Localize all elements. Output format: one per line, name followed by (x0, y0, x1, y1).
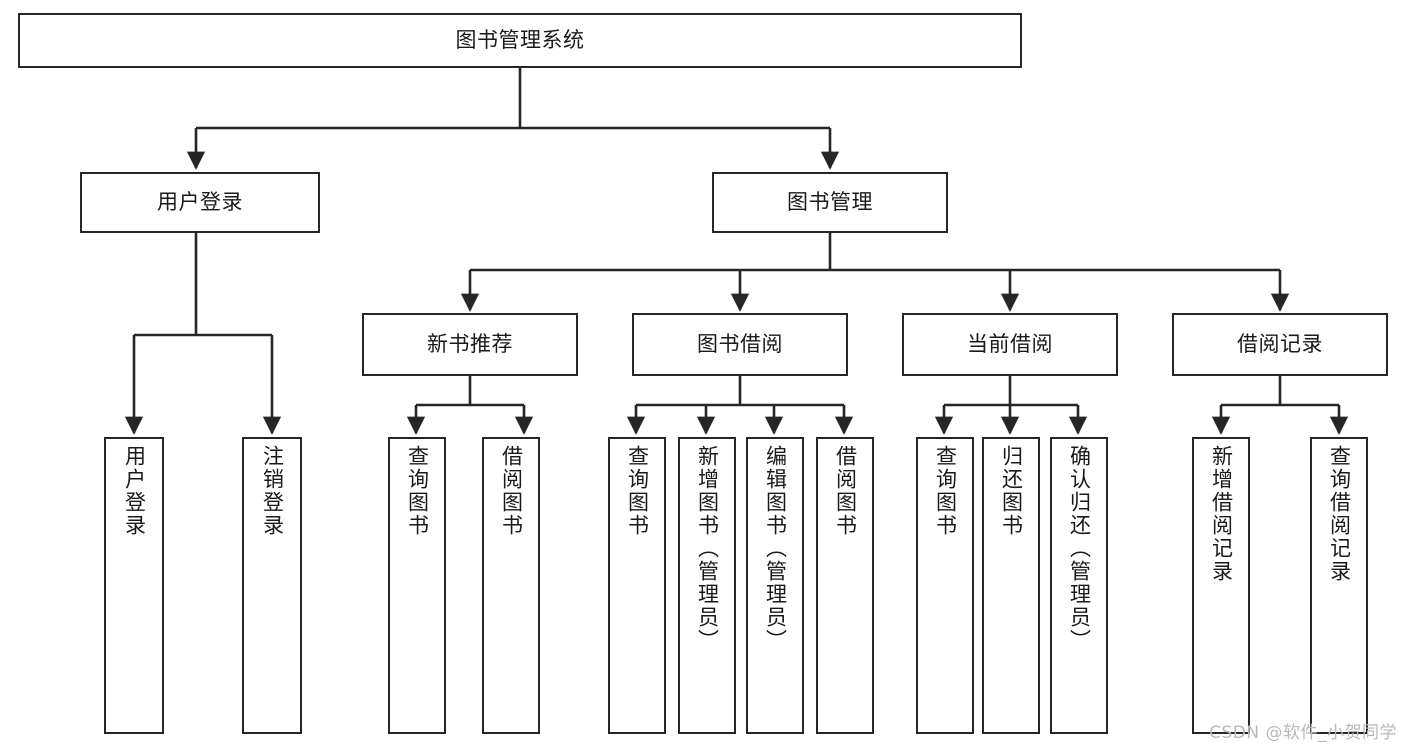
node-current-borrow-label: 当前借阅 (967, 331, 1053, 356)
node-new-book-recommend-label: 新书推荐 (427, 331, 513, 356)
node-leaf-query-book-3-label: 查询图书 (933, 445, 958, 537)
node-leaf-logout-login-label: 注销登录 (260, 445, 285, 537)
node-borrow-record[interactable]: 借阅记录 (1172, 313, 1388, 376)
node-leaf-borrow-book-1[interactable]: 借阅图书 (482, 437, 540, 734)
node-leaf-user-login[interactable]: 用户登录 (104, 437, 164, 734)
node-borrow-record-label: 借阅记录 (1237, 331, 1323, 356)
node-leaf-confirm-return-admin[interactable]: 确认归还（管理员） (1050, 437, 1108, 734)
node-leaf-query-book-2-label: 查询图书 (625, 445, 650, 537)
node-leaf-query-borrow-record-label: 查询借阅记录 (1327, 445, 1352, 583)
node-leaf-query-borrow-record[interactable]: 查询借阅记录 (1310, 437, 1368, 734)
node-book-management[interactable]: 图书管理 (712, 172, 948, 233)
node-leaf-add-borrow-record-label: 新增借阅记录 (1209, 445, 1234, 583)
node-root-label: 图书管理系统 (455, 27, 585, 52)
node-user-login-label: 用户登录 (157, 189, 243, 214)
node-leaf-add-book-admin[interactable]: 新增图书（管理员） (678, 437, 736, 734)
node-leaf-return-book-label: 归还图书 (999, 445, 1024, 537)
node-leaf-query-book-1-label: 查询图书 (405, 445, 430, 537)
node-leaf-edit-book-admin-label: 编辑图书（管理员） (763, 445, 788, 652)
node-leaf-user-login-label: 用户登录 (122, 445, 147, 537)
node-user-login[interactable]: 用户登录 (80, 172, 320, 233)
node-book-borrow-label: 图书借阅 (697, 331, 783, 356)
node-current-borrow[interactable]: 当前借阅 (902, 313, 1118, 376)
node-book-management-label: 图书管理 (787, 189, 873, 214)
node-root[interactable]: 图书管理系统 (18, 13, 1022, 68)
node-leaf-query-book-3[interactable]: 查询图书 (916, 437, 974, 734)
node-new-book-recommend[interactable]: 新书推荐 (362, 313, 578, 376)
node-leaf-borrow-book-2[interactable]: 借阅图书 (816, 437, 874, 734)
node-leaf-borrow-book-2-label: 借阅图书 (833, 445, 858, 537)
node-leaf-edit-book-admin[interactable]: 编辑图书（管理员） (746, 437, 804, 734)
node-leaf-confirm-return-admin-label: 确认归还（管理员） (1067, 445, 1092, 652)
node-book-borrow[interactable]: 图书借阅 (632, 313, 848, 376)
node-leaf-query-book-2[interactable]: 查询图书 (608, 437, 666, 734)
node-leaf-query-book-1[interactable]: 查询图书 (388, 437, 446, 734)
node-leaf-add-book-admin-label: 新增图书（管理员） (695, 445, 720, 652)
node-leaf-add-borrow-record[interactable]: 新增借阅记录 (1192, 437, 1250, 734)
node-leaf-borrow-book-1-label: 借阅图书 (499, 445, 524, 537)
csdn-watermark: CSDN @软件_小贺同学 (1209, 723, 1397, 743)
node-leaf-return-book[interactable]: 归还图书 (982, 437, 1040, 734)
node-leaf-logout-login[interactable]: 注销登录 (242, 437, 302, 734)
